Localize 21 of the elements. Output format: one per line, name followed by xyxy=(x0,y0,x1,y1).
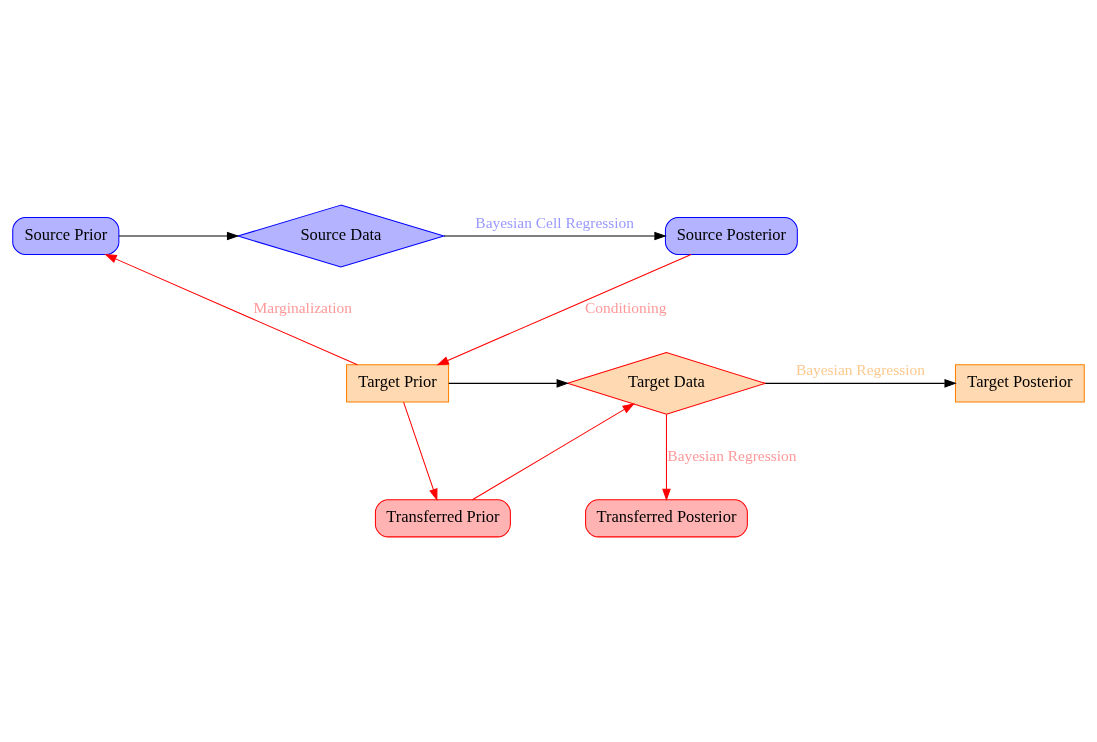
arrow xyxy=(764,379,957,388)
node-box: Source Prior xyxy=(12,216,120,256)
edge-label: Bayesian Regression xyxy=(795,361,925,379)
edge-label: Bayesian Regression xyxy=(667,446,797,464)
arrow xyxy=(471,403,635,501)
arrow xyxy=(443,231,667,241)
arrow xyxy=(436,254,692,366)
node-box: Transferred Prior xyxy=(374,499,511,538)
edge-label: Conditioning xyxy=(585,299,667,317)
node-diamond: Source Data xyxy=(236,204,446,268)
arrow xyxy=(662,414,671,502)
node-box: Transferred Posterior xyxy=(585,499,748,538)
arrow xyxy=(118,231,240,241)
node-box: Source Posterior xyxy=(664,216,798,256)
arrow xyxy=(403,401,438,502)
edge-label: Bayesian Cell Regression xyxy=(475,213,634,231)
arrow xyxy=(448,379,569,388)
edge-label: Marginalization xyxy=(253,299,352,317)
node-box: Target Posterior xyxy=(954,364,1085,403)
arrow xyxy=(104,253,358,366)
node-box: Target Prior xyxy=(346,364,450,403)
